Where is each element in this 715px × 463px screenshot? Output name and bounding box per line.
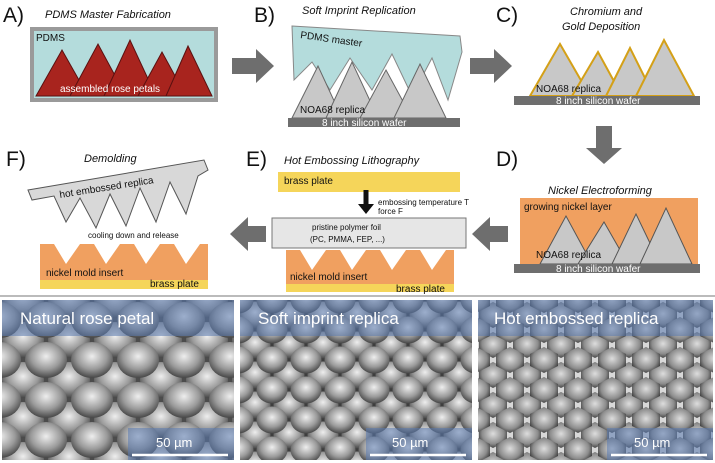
petal-cone bbox=[103, 38, 157, 97]
step-f: F) Demolding hot embossed replica coolin… bbox=[6, 148, 209, 290]
brass-plate-bottom bbox=[286, 284, 454, 292]
step-e-title: Hot Embossing Lithography bbox=[284, 155, 421, 167]
step-b: B) Soft Imprint Replication PDMS master … bbox=[254, 4, 463, 129]
title-band bbox=[478, 300, 713, 336]
pdms-label: PDMS bbox=[36, 33, 65, 44]
cooling-label: cooling down and release bbox=[88, 231, 179, 240]
step-f-letter: F) bbox=[6, 148, 26, 171]
brass-top-label: brass plate bbox=[284, 176, 333, 187]
replica-label: NOA68 replica bbox=[300, 105, 365, 116]
step-b-title: Soft Imprint Replication bbox=[302, 5, 416, 17]
petal-cone bbox=[165, 44, 213, 97]
brass-plate bbox=[40, 280, 208, 289]
step-e-letter: E) bbox=[246, 148, 267, 171]
replica-label: NOA68 replica bbox=[536, 84, 601, 95]
step-d: D) Nickel Electroforming growing nickel … bbox=[496, 148, 700, 275]
foil-label: pristine polymer foil bbox=[312, 223, 381, 232]
step-d-letter: D) bbox=[496, 148, 518, 171]
nickel-label: growing nickel layer bbox=[524, 202, 612, 213]
micrograph-natural: Natural rose petal 50 µm bbox=[2, 300, 234, 460]
silicon-wafer bbox=[288, 118, 460, 127]
step-c: C) Chromium and Gold Deposition NOA68 re… bbox=[496, 4, 700, 107]
force-label: force F bbox=[378, 207, 403, 216]
nickel-mold-insert bbox=[286, 250, 454, 284]
title-band bbox=[240, 300, 472, 336]
silicon-wafer bbox=[514, 96, 700, 105]
materials-label: (PC, PMMA, FEP, ...) bbox=[310, 235, 385, 244]
step-a-letter: A) bbox=[3, 4, 24, 27]
step-c-title-line1: Chromium and bbox=[570, 6, 643, 18]
embossed-replica bbox=[27, 159, 209, 230]
brass-plate-top bbox=[278, 172, 460, 192]
flow-arrow-left bbox=[472, 217, 508, 251]
flow-arrow-right bbox=[232, 49, 274, 83]
mold-label: nickel mold insert bbox=[46, 268, 123, 279]
step-d-title: Nickel Electroforming bbox=[548, 185, 653, 197]
step-b-letter: B) bbox=[254, 4, 275, 27]
step-a: A) PDMS Master Fabrication PDMS assemble… bbox=[3, 4, 218, 102]
nickel-mold-insert bbox=[40, 244, 208, 280]
micrograph-title: Hot embossed replica bbox=[494, 309, 659, 328]
scale-label: 50 µm bbox=[156, 435, 192, 450]
wafer-label: 8 inch silicon wafer bbox=[556, 264, 641, 275]
step-a-title: PDMS Master Fabrication bbox=[45, 9, 171, 21]
brass-bottom-label: brass plate bbox=[396, 284, 445, 295]
micrograph-hot-embossed: Hot embossed replica 50 µm bbox=[478, 300, 713, 460]
wafer-label: 8 inch silicon wafer bbox=[322, 118, 407, 129]
step-f-title: Demolding bbox=[84, 153, 137, 165]
brass-label: brass plate bbox=[150, 279, 199, 290]
coated-cone bbox=[634, 37, 696, 97]
petal-cone bbox=[35, 48, 89, 97]
micrograph-title: Natural rose petal bbox=[20, 309, 154, 328]
scale-label: 50 µm bbox=[634, 435, 670, 450]
wafer-label: 8 inch silicon wafer bbox=[556, 96, 641, 107]
polymer-foil bbox=[271, 217, 467, 249]
flow-arrow-left bbox=[230, 217, 266, 251]
replica-label: NOA68 replica bbox=[536, 250, 601, 261]
temp-label: embossing temperature T bbox=[378, 198, 469, 207]
flow-arrow-right bbox=[470, 49, 512, 83]
silicon-wafer bbox=[514, 264, 700, 273]
micrograph-title: Soft imprint replica bbox=[258, 309, 399, 328]
micrograph-soft-imprint: Soft imprint replica 50 µm bbox=[240, 300, 472, 460]
petals-label: assembled rose petals bbox=[60, 84, 160, 95]
force-arrow-head bbox=[358, 204, 374, 214]
scale-label: 50 µm bbox=[392, 435, 428, 450]
step-e: E) Hot Embossing Lithography brass plate… bbox=[246, 148, 469, 295]
mold-label: nickel mold insert bbox=[290, 272, 367, 283]
step-c-letter: C) bbox=[496, 4, 518, 27]
step-c-title-line2: Gold Deposition bbox=[562, 21, 640, 33]
flow-arrow-down bbox=[586, 126, 622, 164]
title-band bbox=[2, 300, 234, 336]
